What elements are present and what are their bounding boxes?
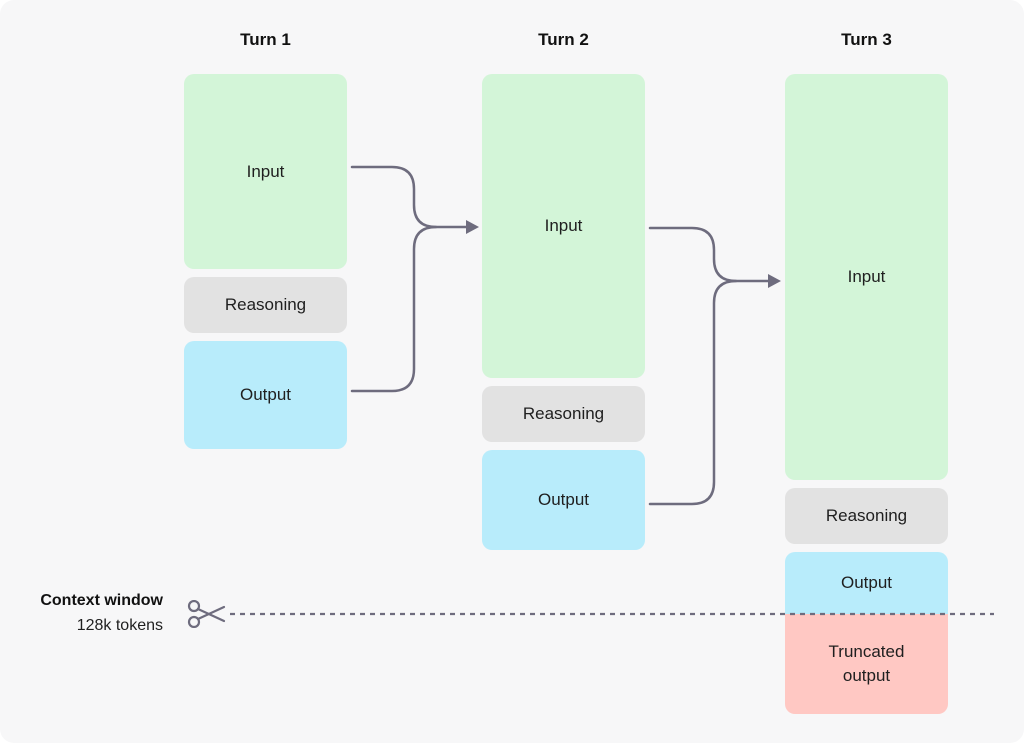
connector-t1-input-to-t2-input: [350, 165, 468, 229]
scissors-icon: [187, 600, 226, 628]
arrowhead-turn-2: [466, 220, 479, 234]
turn-2-reasoning-block: Reasoning: [482, 386, 645, 442]
turn-1-title: Turn 1: [240, 30, 291, 49]
turn-3-title: Turn 3: [841, 30, 892, 49]
arrowhead-turn-3: [768, 274, 781, 288]
context-window-size: 128k tokens: [76, 617, 163, 634]
turn-3-input-block: Input: [785, 74, 948, 480]
turn-3-output-block: Output: [785, 552, 948, 614]
context-window-label: Context window: [40, 592, 163, 609]
turn-2-output-block: Output: [482, 450, 645, 550]
turn-3-reasoning-block: Reasoning: [785, 488, 948, 544]
connector-t2-output-to-t3-input: [648, 279, 738, 506]
turn-2-input-block: Input: [482, 74, 645, 378]
turn-2-title: Turn 2: [538, 30, 589, 49]
turn-1-input-block: Input: [184, 74, 347, 269]
connector-t2-input-to-t3-input: [648, 226, 770, 283]
turn-3-truncated-output-block: Truncated output: [785, 614, 948, 714]
turn-1-reasoning-block: Reasoning: [184, 277, 347, 333]
turn-1-output-block: Output: [184, 341, 347, 449]
connector-t1-output-to-t2-input: [350, 225, 438, 393]
